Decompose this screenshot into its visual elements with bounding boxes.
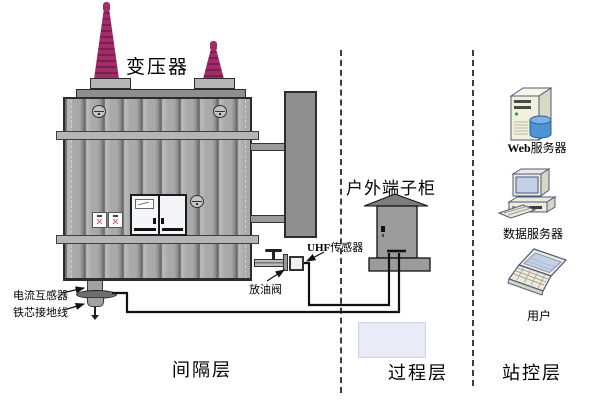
bushing-left-icon <box>94 8 119 79</box>
transformer-tank <box>63 97 252 281</box>
web-server-icon <box>509 87 553 142</box>
tank-control-cabinet <box>130 194 187 236</box>
door-sill <box>134 228 156 231</box>
web-server-label-cn: 服务器 <box>530 141 567 155</box>
bushing-left-plinth <box>90 78 131 89</box>
user-label: 用户 <box>526 309 551 323</box>
core-ground-wire-label: 铁芯接地线 <box>13 307 68 319</box>
bushing-right-plinth <box>194 78 235 89</box>
radiator-pipe-upper <box>250 143 286 151</box>
door-handle-icon <box>161 218 164 224</box>
data-server-icon <box>497 168 557 219</box>
tank-hidden-edge-left <box>71 100 72 278</box>
user-laptop-icon <box>507 248 568 296</box>
tank-marks-panel <box>92 212 123 228</box>
tank-stiffener-band-lower <box>56 235 259 244</box>
transformer-label: 变压器 <box>126 57 190 78</box>
tank-hidden-edge-right <box>245 100 246 278</box>
tank-control-door-right <box>160 196 185 234</box>
valve-flange <box>283 254 288 271</box>
current-transformer-body <box>87 297 104 307</box>
station-layer-label: 站控层 <box>502 363 562 383</box>
web-server-label-bold: Web <box>507 141 531 155</box>
tank-bolt-cap-left-icon <box>92 105 106 118</box>
bushing-left-tip-icon <box>103 2 110 10</box>
core-ground-wire-tip-icon <box>91 315 99 320</box>
door-sill <box>162 228 183 231</box>
valve-handle-icon <box>265 249 282 252</box>
current-transformer-label: 电流互感器 <box>13 290 68 302</box>
layer-separator-line-2 <box>472 50 474 386</box>
oil-drain-valve-pipe <box>254 259 286 267</box>
door-handle-icon <box>153 218 156 224</box>
uhf-sensor-label-bold: UHF <box>307 242 331 254</box>
tank-stiffener-band-upper <box>56 131 259 140</box>
valve-stem-icon <box>272 251 275 260</box>
uhf-sensor-label-cn: 传感器 <box>330 242 364 254</box>
outdoor-terminal-cabinet-icon <box>363 193 431 272</box>
radiator <box>284 91 317 238</box>
layer-separator-line-1 <box>340 50 342 393</box>
outdoor-terminal-cabinet-label: 户外端子柜 <box>346 179 436 198</box>
process-layer-box <box>358 322 426 358</box>
oil-drain-valve-label: 放油阀 <box>249 284 282 296</box>
tank-marks-cell <box>92 212 107 228</box>
tank-control-door-left <box>132 196 158 234</box>
bay-layer-label: 间隔层 <box>172 360 232 380</box>
bushing-right-icon <box>203 47 224 79</box>
core-ground-wire-icon <box>94 307 96 315</box>
radiator-pipe-lower <box>250 215 286 223</box>
web-server-label: Web服务器 <box>499 139 575 156</box>
data-server-label: 数据服务器 <box>502 227 563 241</box>
process-layer-label: 过程层 <box>388 363 448 383</box>
tank-bolt-cap-right-icon <box>213 105 227 118</box>
tank-marks-cell <box>108 212 123 228</box>
tank-gauge-icon <box>190 195 204 208</box>
nameplate-icon <box>135 199 154 209</box>
bushing-right-tip-icon <box>210 41 217 49</box>
uhf-sensor-label: UHF传感器 <box>307 239 363 255</box>
drain-valve-arrow <box>266 269 286 282</box>
uhf-sensor-icon <box>289 256 304 271</box>
